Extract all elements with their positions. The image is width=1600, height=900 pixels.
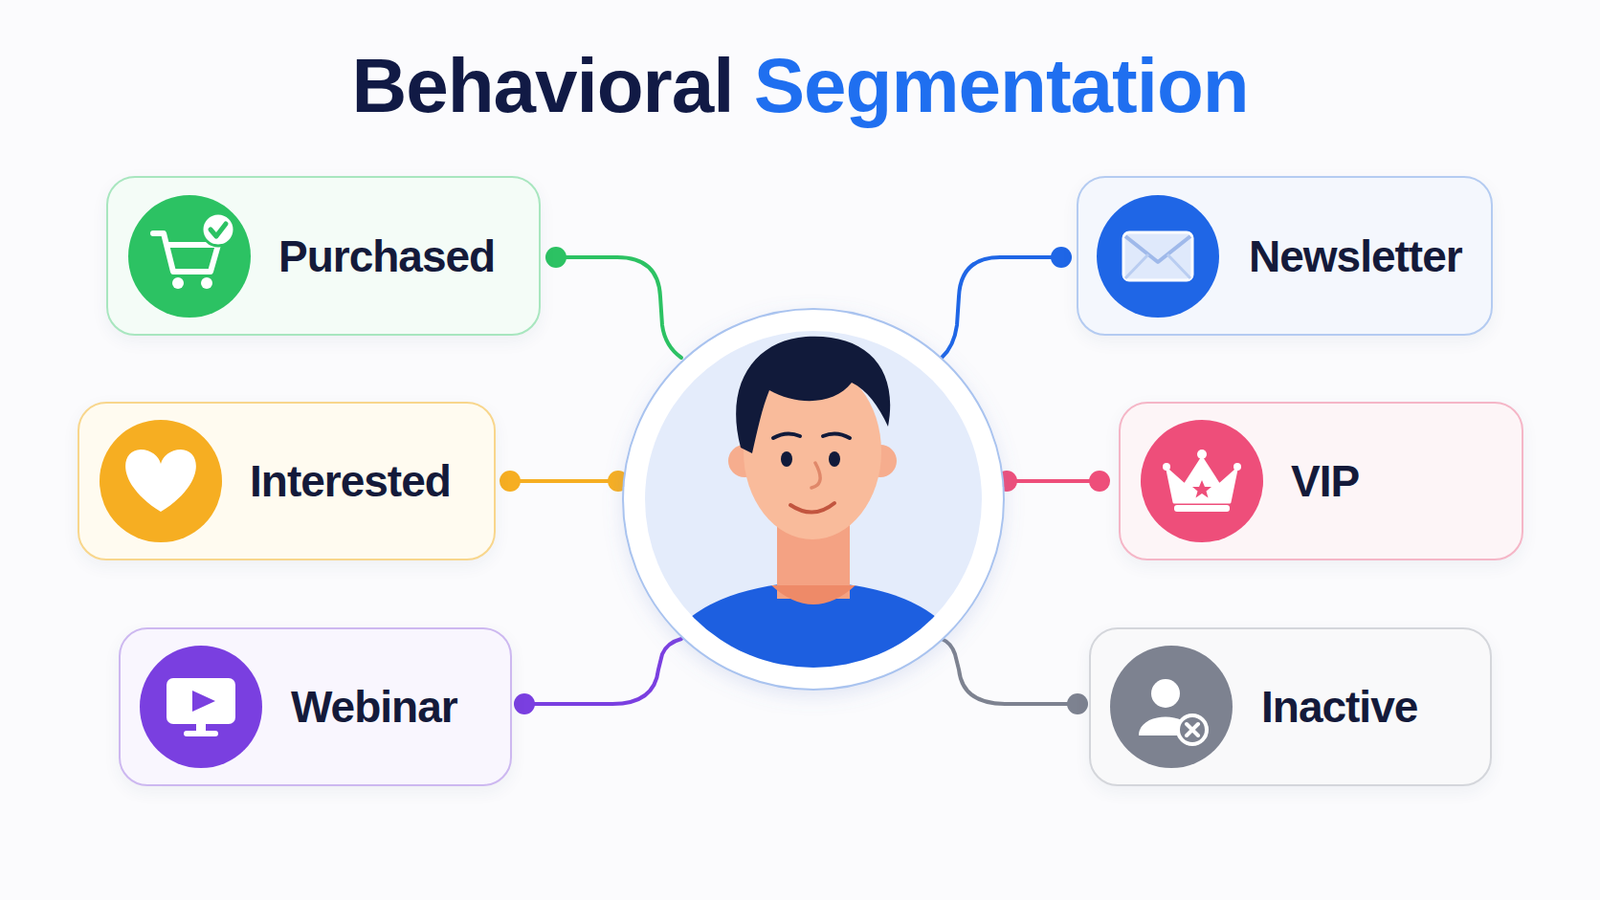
heart-icon: [99, 420, 223, 543]
inactive-box: Inactive: [1088, 627, 1492, 787]
interested-box: Interested: [77, 401, 496, 561]
title-row: Behavioral Segmentation: [0, 42, 1600, 131]
segment-label: Purchased: [278, 230, 495, 283]
purchased-line: [555, 257, 682, 358]
connector-lines: [510, 257, 1100, 705]
purchased-box: Purchased: [106, 176, 541, 336]
segment-label: Inactive: [1261, 681, 1418, 734]
webinar-box: Webinar: [118, 627, 512, 787]
avatar-ring: [622, 309, 1004, 690]
diagram-title: Behavioral Segmentation: [351, 42, 1248, 131]
connector-dots: [499, 246, 1111, 715]
vip-box: VIP: [1118, 401, 1524, 561]
segment-label: Newsletter: [1248, 230, 1463, 283]
cart-icon: [128, 195, 251, 318]
interested-line: [510, 479, 619, 484]
segment-label: Interested: [249, 455, 451, 508]
inactive-line: [941, 639, 1078, 705]
envelope-icon: [1096, 195, 1220, 318]
monitor-play-icon: [139, 645, 263, 769]
newsletter-line: [941, 257, 1062, 358]
segment-label: Webinar: [290, 681, 458, 734]
webinar-line: [524, 639, 682, 705]
user-inactive-icon: [1110, 645, 1233, 769]
newsletter-box: Newsletter: [1076, 176, 1493, 336]
crown-icon: [1140, 420, 1264, 543]
person-illustration: [650, 336, 977, 689]
vip-line: [1006, 479, 1100, 484]
segment-label: VIP: [1290, 455, 1359, 508]
